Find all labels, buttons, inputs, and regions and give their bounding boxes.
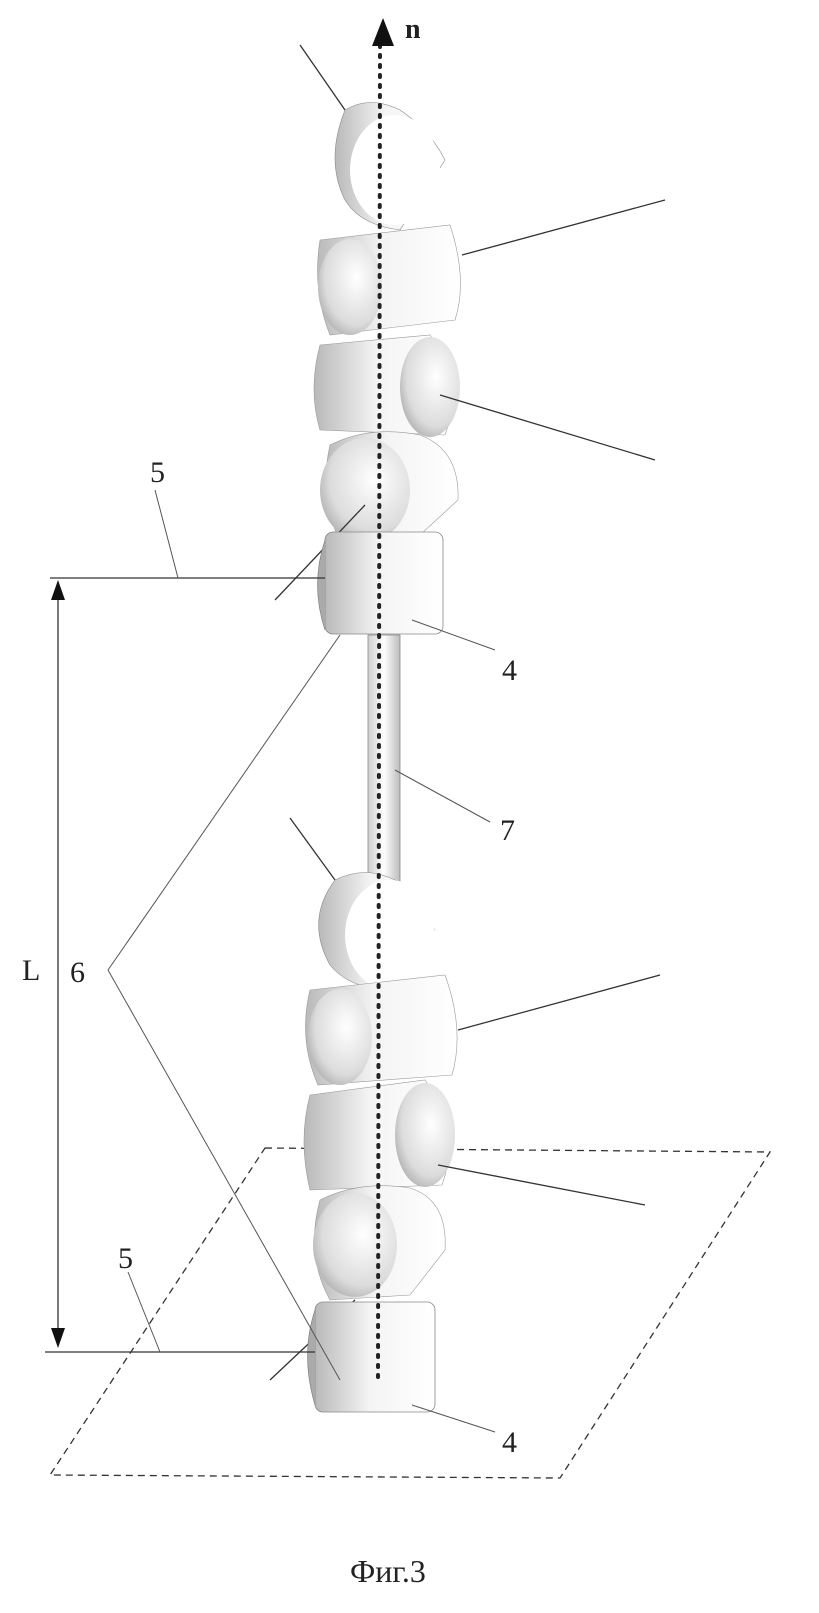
label-4-bottom: 4 [502,1426,517,1459]
arrow-down-icon [51,1328,65,1348]
axis-label: n [405,14,421,45]
label-6: 6 [70,956,85,989]
roller-chain-bottom [270,818,660,1412]
rod [368,635,400,900]
figure-caption: Фиг.3 [350,1553,426,1589]
label-5-bottom: 5 [118,1242,133,1275]
label-4-top: 4 [502,654,517,687]
label-L: L [22,954,40,987]
block-bottom [315,1302,435,1412]
axis-arrow-icon [372,18,394,46]
arrow-up-icon [51,580,65,600]
block-top [325,532,443,634]
label-7: 7 [500,814,515,847]
label-5-top: 5 [150,456,165,489]
roller-chain-top [275,45,665,634]
